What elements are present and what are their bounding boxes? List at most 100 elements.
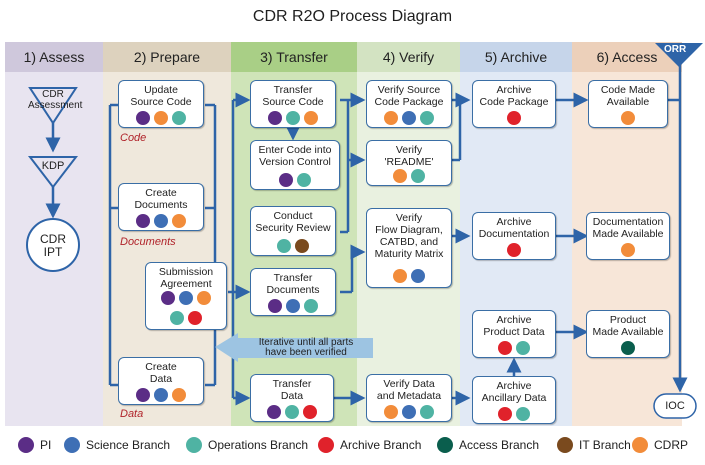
cdrp-dot [172, 214, 186, 228]
legend-swatch [64, 437, 80, 453]
lane-header-archive: 5) Archive [460, 42, 572, 72]
science-branch-dot [179, 291, 193, 305]
doc-available-dots [587, 243, 669, 257]
cdr-assessment-node: CDR Assessment [28, 89, 83, 111]
operations-branch-dot [420, 405, 434, 419]
update-source-dots [119, 111, 203, 125]
verify-flow-diagram-box: Verify Flow Diagram, CATBD, and Maturity… [366, 208, 452, 288]
cdrp-dot [172, 388, 186, 402]
version-control-dots [251, 173, 339, 187]
update-source-code-label: Update Source Code [130, 84, 192, 108]
archive-ancillary-data-box: Archive Ancillary Data [472, 376, 556, 424]
transfer-data-box: Transfer Data [250, 374, 334, 422]
archive-product-data-label: Archive Product Data [483, 314, 545, 338]
cdrp-dot [384, 405, 398, 419]
pi-dot [136, 111, 150, 125]
operations-branch-dot [297, 173, 311, 187]
create-documents-dots [119, 214, 203, 228]
orr-badge: ORR [664, 44, 687, 55]
science-branch-dot [411, 269, 425, 283]
archive-documentation-box: Archive Documentation [472, 212, 556, 260]
security-review-box: Conduct Security Review [250, 206, 336, 256]
science-branch-dot [154, 214, 168, 228]
operations-branch-dot [285, 405, 299, 419]
create-data-box: Create Data [118, 357, 204, 405]
operations-branch-dot [516, 407, 530, 421]
operations-branch-dot [420, 111, 434, 125]
documentation-made-available-box: Documentation Made Available [586, 212, 670, 260]
science-branch-dot [402, 405, 416, 419]
kdp-node: KDP [41, 160, 65, 172]
operations-branch-dot [170, 311, 184, 325]
code-tag: Code [120, 132, 147, 144]
legend-swatch [318, 437, 334, 453]
create-data-dots [119, 388, 203, 402]
pi-dot [279, 173, 293, 187]
product-available-dots [587, 341, 669, 355]
code-made-available-label: Code Made Available [600, 84, 656, 108]
cdrp-dot [621, 111, 635, 125]
security-review-dots [251, 239, 335, 253]
cdrp-dot [154, 111, 168, 125]
archive-ancillary-dots [473, 407, 555, 421]
legend-label: PI [40, 438, 52, 452]
archive-branch-dot [507, 243, 521, 257]
lane-header-transfer: 3) Transfer [231, 42, 357, 72]
cdrp-dot [384, 111, 398, 125]
transfer-source-code-box: Transfer Source Code [250, 80, 336, 128]
cdrp-dot [197, 291, 211, 305]
security-review-label: Conduct Security Review [255, 210, 331, 234]
pi-dot [268, 111, 282, 125]
documentation-made-available-label: Documentation Made Available [592, 216, 664, 240]
transfer-documents-label: Transfer Documents [266, 272, 320, 296]
transfer-data-label: Transfer Data [272, 378, 312, 402]
documents-tag: Documents [120, 236, 176, 248]
verify-source-package-box: Verify Source Code Package [366, 80, 452, 128]
archive-code-package-label: Archive Code Package [479, 84, 549, 108]
submission-dots-row1 [146, 291, 226, 305]
archive-code-package-box: Archive Code Package [472, 80, 556, 128]
operations-branch-dot [516, 341, 530, 355]
verify-source-package-label: Verify Source Code Package [374, 84, 444, 108]
operations-branch-dot [172, 111, 186, 125]
pi-dot [136, 214, 150, 228]
archive-branch-dot [303, 405, 317, 419]
access-branch-dot [621, 341, 635, 355]
cdr-ipt-node: CDR IPT [40, 232, 66, 259]
archive-product-dots [473, 341, 555, 355]
legend-label: Access Branch [459, 438, 540, 452]
code-available-dots [589, 111, 667, 125]
archive-branch-dot [498, 407, 512, 421]
transfer-documents-box: Transfer Documents [250, 268, 336, 316]
verify-data-metadata-box: Verify Data and Metadata [366, 374, 452, 422]
operations-branch-dot [411, 169, 425, 183]
verify-source-dots [367, 111, 451, 125]
pi-dot [136, 388, 150, 402]
science-branch-dot [402, 111, 416, 125]
lane-header-assess: 1) Assess [5, 42, 103, 72]
create-documents-label: Create Documents [134, 187, 188, 211]
cdrp-dot [304, 111, 318, 125]
ioc-node: IOC [665, 400, 685, 412]
data-tag: Data [120, 408, 144, 420]
archive-code-dots [473, 111, 555, 125]
verify-flow-diagram-label: Verify Flow Diagram, CATBD, and Maturity… [374, 212, 444, 260]
create-documents-box: Create Documents [118, 183, 204, 231]
cdrp-dot [621, 243, 635, 257]
verify-data-metadata-label: Verify Data and Metadata [376, 378, 442, 402]
lane-header-verify: 4) Verify [357, 42, 460, 72]
legend-label: CDRP [654, 438, 689, 452]
submission-agreement-label: Submission Agreement [158, 266, 214, 290]
transfer-documents-dots [251, 299, 335, 313]
product-made-available-label: Product Made Available [592, 314, 664, 338]
archive-branch-dot [507, 111, 521, 125]
pi-dot [268, 299, 282, 313]
legend-label: Archive Branch [340, 438, 422, 452]
archive-ancillary-data-label: Archive Ancillary Data [481, 380, 547, 404]
archive-documentation-label: Archive Documentation [478, 216, 550, 240]
operations-branch-dot [304, 299, 318, 313]
iterative-note: Iterative until all parts have been veri… [258, 337, 354, 358]
legend-swatch [557, 437, 573, 453]
